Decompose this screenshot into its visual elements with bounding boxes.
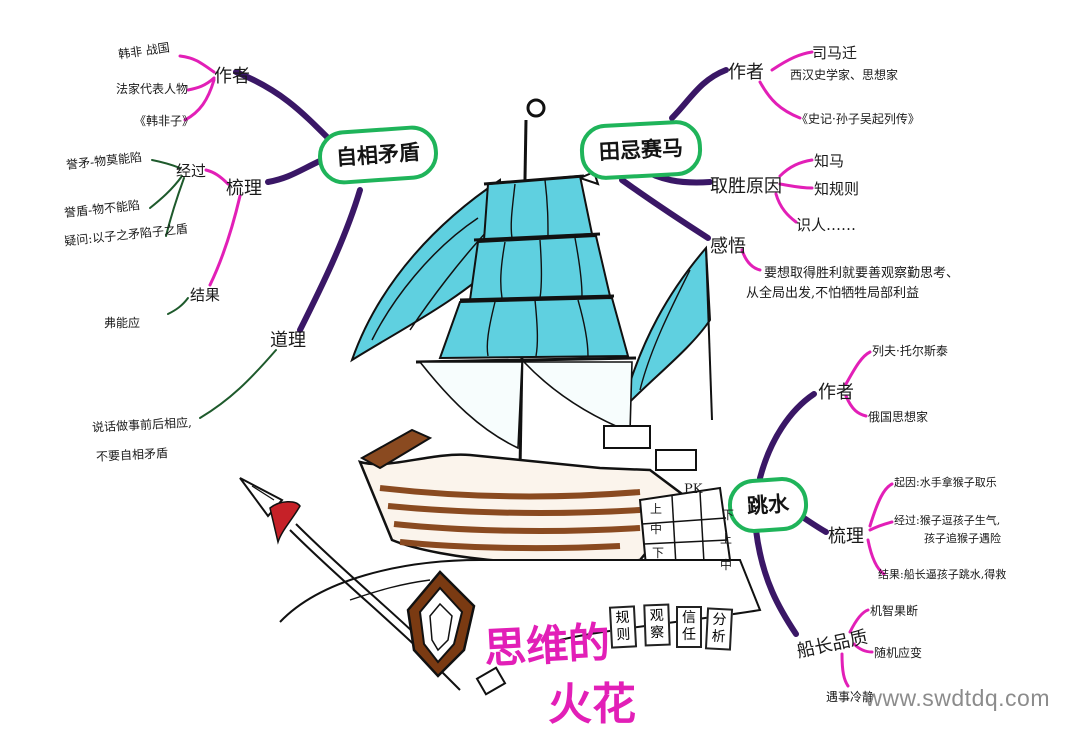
link-author1-c [183,78,216,122]
ship-box: 规则 [608,605,638,649]
link-reason-b [778,182,814,190]
link-hub2-author [669,67,729,121]
ship-box: 观察 [643,603,671,647]
stern-label: 下 [652,546,665,560]
branch2-reason-item: 知规则 [814,180,860,198]
branch3-plot-item: 结果:船长逼孩子跳水,得救 [878,568,1007,581]
branch1-plot-label: 梳理 [226,178,262,199]
branch2-reason-item: 识人…… [796,216,857,234]
branch1-jieguo-label: 结果 [190,286,221,304]
link-hub3-author [757,391,817,481]
stern-label: PK [684,482,703,497]
title-line1: 思维的 [482,617,612,674]
link-jieguo-a [167,297,189,315]
title-line2: 火花 [548,679,636,730]
spear-illustration [239,477,507,696]
branch2-feel-label: 感悟 [710,236,746,257]
hub-tianjisaima: 田忌赛马 [578,118,704,182]
branch3-plot-item: 起因:水手拿猴子取乐 [894,476,997,489]
branch3-quality-item: 遇事冷静 [826,690,875,704]
link-author3-a [844,350,872,386]
link-author3-b [844,394,868,418]
branch3-quality-item: 随机应变 [874,646,923,660]
link-reason-a [778,158,814,178]
watermark: www.swdtdq.com [865,685,1050,711]
hub-label: 田忌赛马 [598,135,684,165]
link-plot3-c [866,538,886,576]
link-author1-b [186,76,216,92]
stern-label: 上 [720,532,733,546]
branch3-plot-item: 经过:猴子逗孩子生气, [894,514,1001,527]
ship-box: 分析 [704,607,734,651]
link-jg-c [165,177,185,237]
hub-tiaoshui: 跳水 [726,475,810,535]
link-hub1-plot [265,157,325,185]
link-hub3-quality [753,527,799,637]
branch3-quality-item: 机智果断 [870,604,919,618]
branch2-author-item: 《史记·孙子吴起列传》 [796,112,920,126]
ship-illustration [279,98,762,641]
hub-zixiangmaodun: 自相矛盾 [316,123,440,187]
branch3-author-item: 俄国思想家 [868,410,929,424]
branch2-feel-item: 从全局出发,不怕牺牲局部利益 [746,286,920,301]
link-author2-a [770,50,814,72]
link-feel-a [740,248,762,272]
link-plot1-jingguo [204,168,230,186]
link-hub2-feel [619,177,711,241]
branch2-author-item: 西汉史学家、思想家 [790,68,899,82]
link-jg-a [151,159,181,169]
branch3-author-label: 作者 [818,382,854,403]
branch2-author-label: 作者 [728,62,764,83]
branch1-author-item: 《韩非子》 [134,114,195,128]
link-reason-c [774,192,798,224]
stern-label: 上 [650,502,663,516]
ship-box: 信任 [676,606,702,648]
link-plot3-b [868,520,894,532]
link-hub1-lesson [297,187,363,333]
stern-label: 中 [720,558,733,572]
branch3-plot-label: 梳理 [828,526,864,547]
stern-label: 中 [650,522,663,536]
branch1-author-label: 作者 [214,66,250,87]
link-quality-b [852,642,874,654]
link-plot3-a [868,482,894,528]
link-lesson1-text [199,349,277,419]
branch2-reason-item: 知马 [814,152,845,170]
branch1-jieguo-item: 弗能应 [104,316,141,330]
link-jg-b [149,175,183,209]
branch2-reason-label: 取胜原因 [710,176,782,197]
link-author2-b [758,80,802,120]
branch2-author-item: 司马迁 [812,44,858,62]
link-hub1-author [233,69,333,143]
hub-label: 自相矛盾 [335,140,421,170]
branch3-plot-item: 孩子追猴子遇险 [924,532,1001,545]
branch1-author-item: 法家代表人物 [116,82,189,96]
link-quality-a [848,608,870,634]
link-author1-a [178,54,216,74]
stern-label: 下 [722,508,735,522]
branch1-jingguo-label: 经过 [176,162,207,180]
link-quality-c [840,652,850,688]
branch3-author-item: 列夫·托尔斯泰 [872,344,948,358]
branch1-lesson-label: 道理 [270,330,306,351]
link-plot1-jieguo [208,194,242,287]
branch2-feel-item: 要想取得胜利就要善观察勤思考、 [764,266,960,281]
hub-label: 跳水 [746,491,790,519]
shield-illustration [406,570,476,678]
